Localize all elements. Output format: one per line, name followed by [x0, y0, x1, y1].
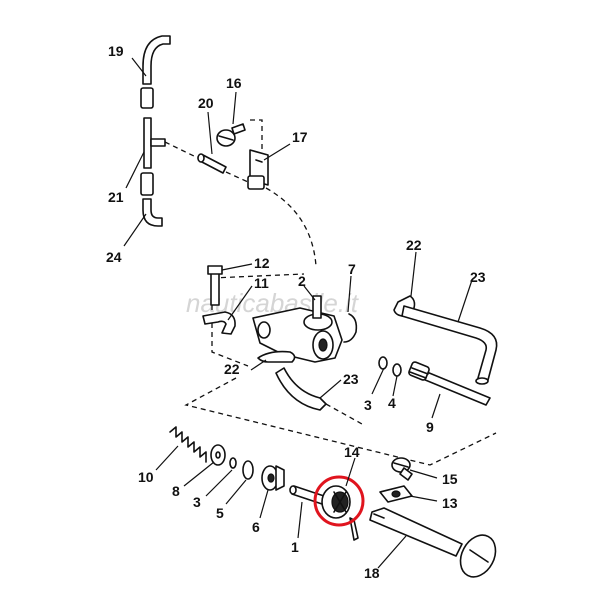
callout-24: 24: [106, 249, 122, 265]
highlight-circle: [313, 475, 365, 527]
callout-9: 9: [426, 419, 434, 435]
callout-19: 19: [108, 43, 124, 59]
callout-17: 17: [292, 129, 308, 145]
o-ring-4: [392, 363, 402, 377]
bracket-17: [247, 119, 269, 190]
dashed-route-bracket-to-manifold: [265, 187, 317, 267]
screw-16: [216, 123, 246, 147]
manifold-assembly: [202, 265, 358, 411]
callout-18: 18: [364, 565, 380, 581]
washer-8-hole: [215, 451, 221, 459]
callout-16: 16: [226, 75, 242, 91]
callout-23-upper: 23: [470, 269, 486, 285]
callout-20: 20: [198, 95, 214, 111]
o-ring-3-upper: [378, 356, 388, 370]
callout-11: 11: [254, 275, 269, 291]
callout-22-upper: 22: [406, 237, 422, 253]
bushing-14: [321, 485, 359, 541]
callout-15: 15: [442, 471, 458, 487]
screw-15: [391, 457, 413, 481]
shaft-9: [408, 361, 491, 406]
spring-10: [169, 426, 207, 463]
lever-18: [369, 507, 497, 578]
callout-1: 1: [291, 539, 299, 555]
callout-3-lower: 3: [193, 494, 201, 510]
leader-lines: [123, 57, 473, 569]
dashed-assembly-link: [325, 403, 363, 425]
callout-13: 13: [442, 495, 458, 511]
callout-23-lower: 23: [343, 371, 359, 387]
dashed-assembly-boundary: [184, 377, 497, 466]
o-ring-3-lower: [229, 457, 237, 469]
callout-2: 2: [298, 273, 306, 289]
pin-20: [197, 153, 227, 174]
dashed-route-pin-to-bracket: [225, 171, 249, 183]
dashed-route-tee-to-pin: [164, 141, 199, 159]
hose-assembly-left: [140, 35, 171, 227]
callout-14: 14: [344, 444, 360, 460]
callout-7: 7: [348, 261, 356, 277]
callout-8: 8: [172, 483, 180, 499]
callout-10: 10: [138, 469, 154, 485]
callout-labels: 19 16 20 17 21 24 12 11 2 7 22 23 22 23 …: [106, 43, 486, 581]
callout-4: 4: [388, 395, 396, 411]
seal-6: [261, 465, 285, 491]
o-ring-5: [242, 460, 254, 480]
callout-21: 21: [108, 189, 124, 205]
callout-3-upper: 3: [364, 397, 372, 413]
plate-13: [379, 485, 413, 503]
callout-22-lower: 22: [224, 361, 240, 377]
hose-assembly-right: [393, 295, 498, 385]
callout-12: 12: [254, 255, 270, 271]
callout-6: 6: [252, 519, 260, 535]
callout-5: 5: [216, 505, 224, 521]
